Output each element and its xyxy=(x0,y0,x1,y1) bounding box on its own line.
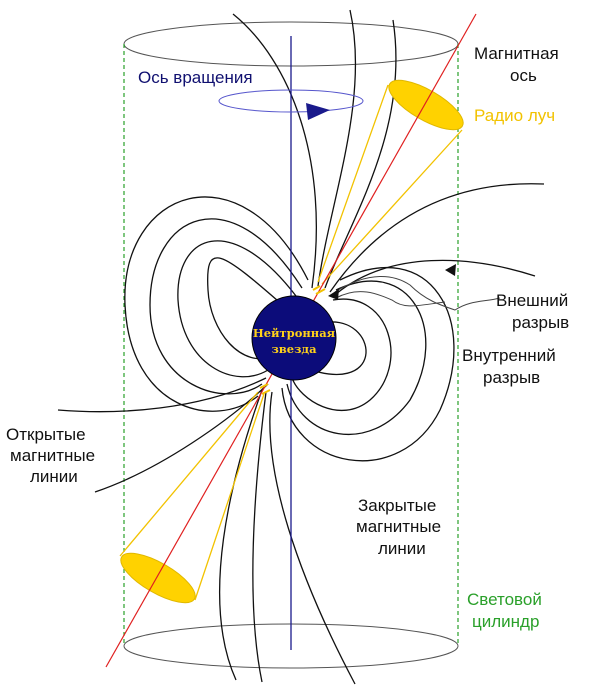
open-line-top-3 xyxy=(324,19,397,289)
inner-gap-boundary xyxy=(335,291,446,307)
label-closed-lines-1: Закрытые xyxy=(358,496,436,515)
lower-pole-mark xyxy=(259,383,271,395)
lower-beam-edge-1 xyxy=(119,391,259,557)
lower-beam-cone xyxy=(120,552,196,604)
open-line-bottom-3 xyxy=(269,391,356,685)
label-radio-beam: Радио луч xyxy=(474,106,555,125)
closed-loop-right-2 xyxy=(291,298,392,412)
label-inner-gap-2: разрыв xyxy=(483,368,540,387)
neutron-star: Нейтронная звезда xyxy=(251,295,337,381)
upper-beam-cone xyxy=(388,79,464,131)
closed-loop-left-2 xyxy=(177,240,297,378)
label-closed-lines-2: магнитные xyxy=(356,517,441,536)
closed-loop-right-4 xyxy=(281,267,455,462)
rotation-arrow-icon xyxy=(306,103,330,120)
open-line-bottom-1 xyxy=(218,389,263,681)
upper-beam-edge-1 xyxy=(317,84,389,283)
label-open-lines-1: Открытые xyxy=(6,425,86,444)
radio-beams xyxy=(119,79,464,604)
label-open-lines-3: линии xyxy=(30,467,78,486)
star-label-line2: звезда xyxy=(271,342,317,356)
label-open-lines-2: магнитные xyxy=(10,446,95,465)
label-magnetic-axis-1: Магнитная xyxy=(474,44,559,63)
inner-gap-arrow-icon xyxy=(328,289,339,300)
gap-boundaries xyxy=(334,276,501,311)
closed-loop-right-3 xyxy=(286,280,427,435)
open-line-right-1 xyxy=(329,183,545,293)
open-line-bottom-2 xyxy=(252,391,267,683)
open-line-top-1 xyxy=(232,13,318,289)
open-line-left-2 xyxy=(94,383,269,493)
label-light-cylinder-1: Световой xyxy=(467,590,542,609)
label-outer-gap-2: разрыв xyxy=(512,313,569,332)
outer-gap-boundary xyxy=(334,276,501,311)
label-closed-lines-3: линии xyxy=(378,539,426,558)
label-magnetic-axis-2: ось xyxy=(510,66,537,85)
label-light-cylinder-2: цилиндр xyxy=(472,612,539,631)
label-rotation-axis: Ось вращения xyxy=(138,68,253,87)
closed-loop-left-4 xyxy=(124,196,309,412)
upper-pole-mark xyxy=(312,285,326,295)
closed-loop-left-1 xyxy=(206,257,287,360)
star-label-line1: Нейтронная xyxy=(253,326,336,340)
outer-gap-arrow-icon xyxy=(445,264,456,276)
closed-loop-left-3 xyxy=(149,218,303,395)
lower-beam-edge-2 xyxy=(194,393,265,601)
rotation-direction-ellipse xyxy=(218,89,364,113)
upper-radio-beam xyxy=(317,79,464,285)
closed-field-lines xyxy=(124,196,455,462)
open-line-top-2 xyxy=(317,9,357,287)
label-inner-gap-1: Внутренний xyxy=(462,346,556,365)
open-line-left-1 xyxy=(57,377,267,413)
polar-gap-marks xyxy=(259,285,326,395)
open-field-lines xyxy=(57,9,545,685)
neutron-star-body xyxy=(251,295,337,381)
label-outer-gap-1: Внешний xyxy=(496,291,568,310)
lower-radio-beam xyxy=(119,391,265,604)
open-line-right-2 xyxy=(335,259,536,295)
upper-beam-edge-2 xyxy=(321,129,463,285)
closed-loop-right-1 xyxy=(299,321,367,375)
